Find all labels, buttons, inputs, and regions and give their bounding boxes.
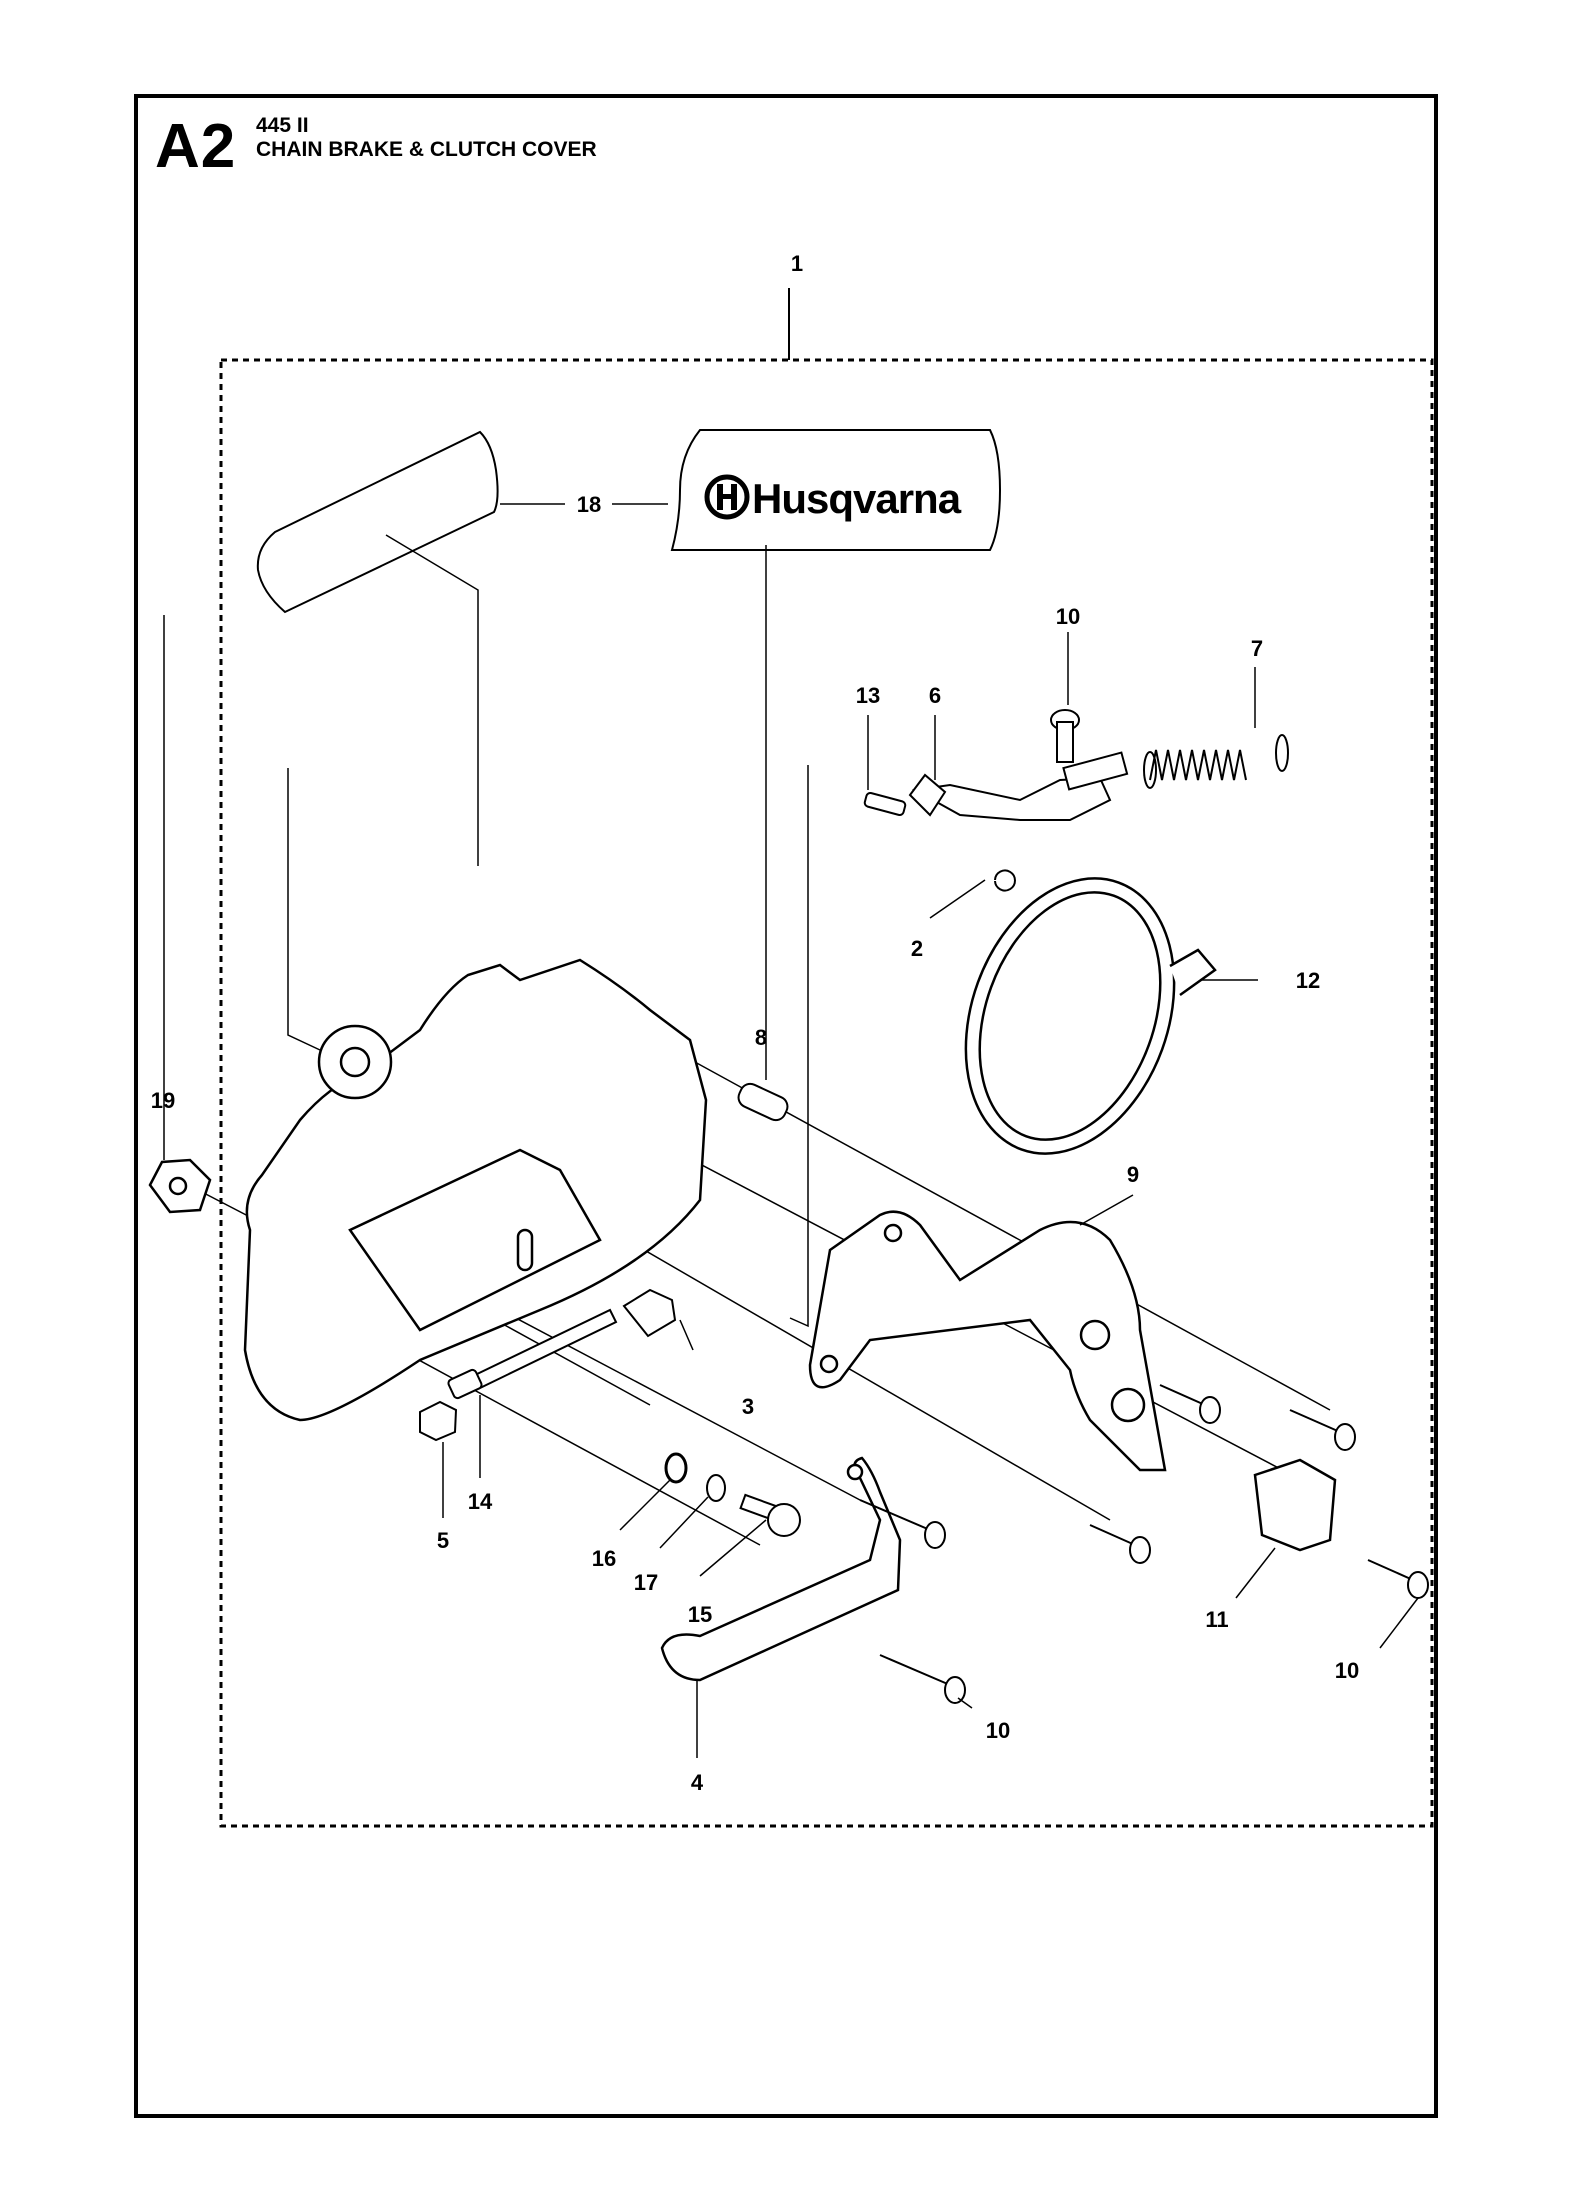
cover-plate bbox=[808, 1210, 1167, 1472]
callout-label: 19 bbox=[151, 1088, 175, 1113]
block bbox=[419, 1400, 458, 1442]
bushing bbox=[737, 1082, 789, 1122]
callout-label: 18 bbox=[577, 492, 601, 517]
section-title: CHAIN BRAKE & CLUTCH COVER bbox=[256, 138, 597, 161]
callout-label: 11 bbox=[1205, 1607, 1228, 1632]
e-clip bbox=[994, 869, 1016, 892]
screw bbox=[859, 1499, 946, 1549]
diagram-code: A2 bbox=[155, 112, 237, 181]
husqvarna-decal: Husqvarna bbox=[670, 429, 1002, 551]
gear bbox=[739, 1493, 801, 1537]
callout-leaders bbox=[163, 545, 1419, 1758]
nut bbox=[148, 1158, 212, 1214]
brake-linkage bbox=[908, 751, 1129, 821]
callout-label: 4 bbox=[691, 1770, 704, 1795]
screw bbox=[1089, 1524, 1151, 1564]
callout-label: 17 bbox=[634, 1570, 658, 1595]
screw bbox=[1159, 1384, 1221, 1424]
clutch-cover bbox=[243, 958, 708, 1422]
callout-label: 7 bbox=[1251, 636, 1263, 661]
callout-label: 10 bbox=[1056, 604, 1080, 629]
screw bbox=[1289, 1409, 1356, 1451]
brake-band bbox=[964, 877, 1217, 1155]
decal-sheet bbox=[256, 430, 499, 614]
callout-label: 2 bbox=[911, 936, 923, 961]
callout-labels: 1 18 10 7 13 6 2 12 8 19 9 3 14 5 16 17 … bbox=[151, 251, 1359, 1795]
screw bbox=[1367, 1559, 1429, 1599]
kit-boundary bbox=[219, 358, 1434, 1828]
callout-label: 3 bbox=[742, 1394, 754, 1419]
model-name: 445 II bbox=[256, 114, 309, 137]
callout-label: 10 bbox=[1335, 1658, 1359, 1683]
callout-label: 16 bbox=[592, 1546, 616, 1571]
pin bbox=[863, 791, 907, 817]
callout-label: 9 bbox=[1127, 1162, 1139, 1187]
o-ring bbox=[664, 1452, 688, 1484]
catch bbox=[1253, 1458, 1337, 1552]
callout-label: 10 bbox=[986, 1718, 1010, 1743]
spring bbox=[1143, 734, 1289, 789]
adjuster-screw bbox=[447, 1308, 618, 1400]
callout-label: 8 bbox=[755, 1025, 767, 1050]
husqvarna-logo-icon bbox=[704, 474, 750, 520]
callout-label: 5 bbox=[437, 1528, 449, 1553]
callout-label: 15 bbox=[688, 1602, 712, 1627]
washer bbox=[706, 1474, 726, 1502]
callout-label: 14 bbox=[468, 1489, 493, 1514]
callout-label: 12 bbox=[1296, 968, 1320, 993]
page-frame bbox=[134, 94, 1438, 2118]
husqvarna-logo-text: Husqvarna bbox=[752, 475, 962, 522]
callout-label: 13 bbox=[856, 683, 880, 708]
screws bbox=[859, 1384, 1429, 1704]
brake-handle-cover bbox=[660, 1456, 902, 1682]
screw bbox=[879, 1654, 966, 1704]
callout-label: 6 bbox=[929, 683, 941, 708]
callout-label: 1 bbox=[791, 251, 803, 276]
screw bbox=[1050, 709, 1080, 763]
nut-block bbox=[622, 1288, 677, 1338]
